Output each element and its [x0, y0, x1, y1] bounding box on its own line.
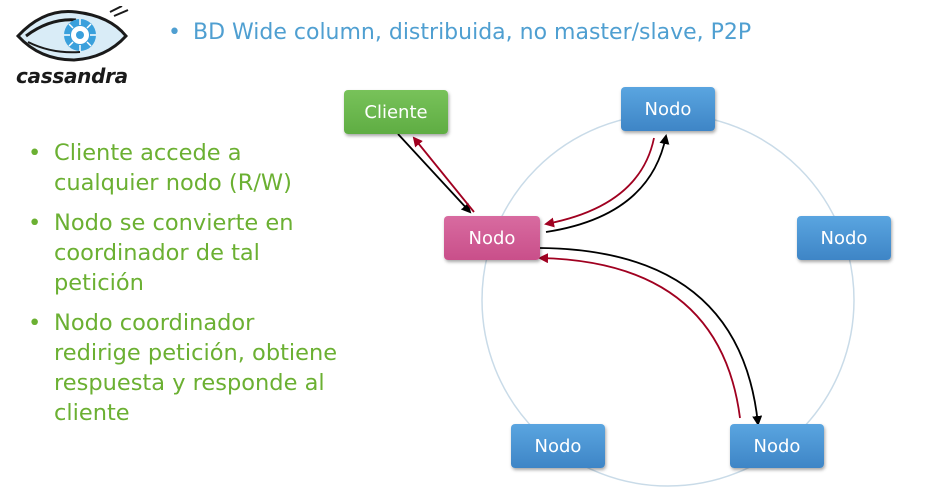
arrow-coordinator-to-client — [412, 136, 475, 213]
logo-wordmark: cassandra — [16, 64, 128, 88]
title-text: BD Wide column, distribuida, no master/s… — [192, 20, 752, 45]
ring-node-bottom-right: Nodo — [730, 424, 824, 468]
client-node: Cliente — [344, 90, 448, 134]
arrow-coordinator-to-top-node — [545, 134, 670, 233]
slide-title: • BD Wide column, distribuida, no master/… — [168, 20, 751, 45]
ring-node-top: Nodo — [621, 87, 715, 131]
arrow-coordinator-to-bottom-node — [539, 247, 763, 426]
arrow-bottom-node-to-coordinator — [538, 253, 741, 419]
coordinator-node: Nodo — [444, 216, 540, 260]
cassandra-logo: cassandra — [14, 6, 134, 88]
title-bullet-icon: • — [168, 20, 181, 45]
arrow-client-to-coordinator — [397, 133, 472, 214]
bullet-item: Nodo coordinador redirige petición, obti… — [26, 308, 346, 428]
cassandra-eye-icon — [15, 6, 129, 62]
arrow-top-node-to-coordinator — [544, 137, 655, 228]
bullet-list: Cliente accede a cualquier nodo (R/W) No… — [26, 138, 346, 438]
bullet-item: Nodo se convierte en coordinador de tal … — [26, 208, 346, 298]
bullet-item: Cliente accede a cualquier nodo (R/W) — [26, 138, 346, 198]
ring-node-bottom-left: Nodo — [511, 424, 605, 468]
ring-node-right: Nodo — [797, 216, 891, 260]
